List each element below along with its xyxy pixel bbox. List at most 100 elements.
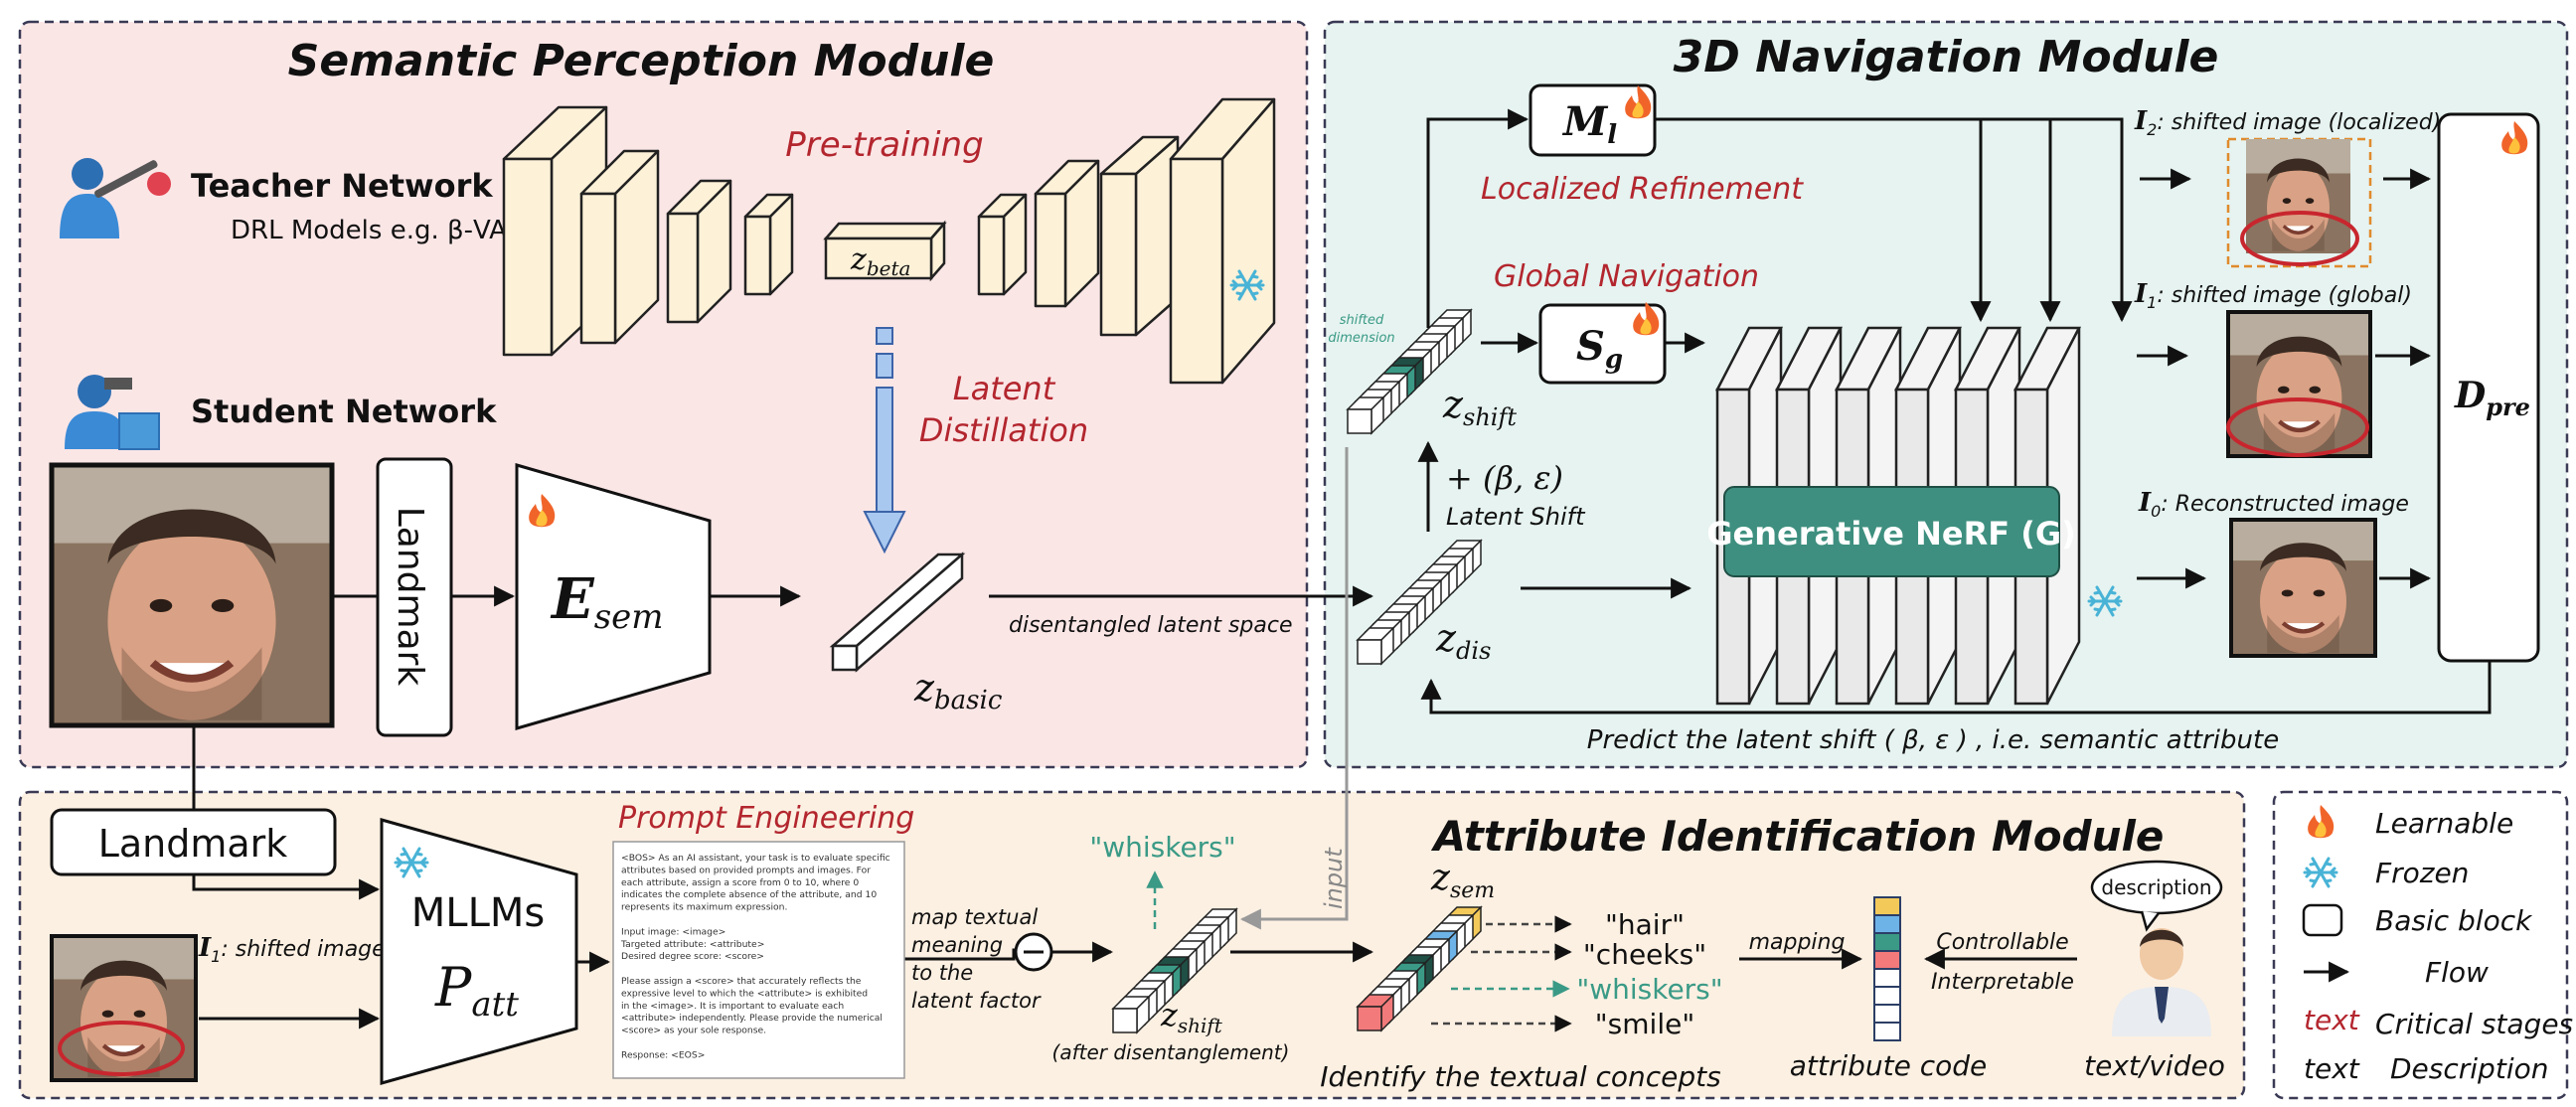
semantic-encoder <box>515 463 712 730</box>
teacher-network-sub: DRL Models e.g. β-VAE <box>231 216 523 245</box>
z-dis-cell <box>1356 626 1395 666</box>
prompt-line: Please assign a <score> that accurately … <box>621 976 862 987</box>
interpretable-label: Interpretable <box>1931 970 2074 995</box>
input-gray-line <box>1239 447 1349 930</box>
legend-description-value: Description <box>2390 1052 2548 1085</box>
prompt-engineering-label: Prompt Engineering <box>618 801 914 836</box>
disentangled-latent-label: disentangled latent space <box>1009 613 1293 638</box>
legend-learnable: Learnable <box>2375 807 2513 840</box>
z-shift-label: zshift <box>1442 383 1517 431</box>
reconstructed-output-face <box>2231 520 2375 656</box>
localized-refinement-label: Localized Refinement <box>1481 172 1804 207</box>
encoder-block-2 <box>579 149 660 345</box>
navigation-module-title: 3D Navigation Module <box>1674 32 2219 82</box>
text-video-label: text/video <box>2084 1049 2225 1082</box>
semantic-encoder-label: Esem <box>550 566 664 637</box>
i2-label: I2: shifted image (localized) <box>2134 106 2441 139</box>
shifted-image-label: I1: shifted image <box>198 933 386 966</box>
prompt-line: Targeted attribute: <attribute> <box>620 939 764 950</box>
map-textual-line: latent factor <box>911 989 1042 1013</box>
decoder-block-2 <box>1034 159 1100 308</box>
prompt-line: Input image: <image> <box>621 926 725 937</box>
latent-distillation-label-1: Latent <box>953 370 1056 407</box>
z-basic-label: zbasic <box>913 666 1003 715</box>
whiskers-concept-top: "whiskers" <box>1089 831 1235 864</box>
legend-basic-block: Basic block <box>2375 904 2533 937</box>
z-shift-after-cell <box>1111 995 1151 1034</box>
attribute-code-cell <box>1873 932 1901 952</box>
bubble-tail <box>2140 910 2160 932</box>
map-textual-line: to the <box>911 961 973 985</box>
concept-smile: "smile" <box>1595 1008 1694 1040</box>
attribute-landmark-label: Landmark <box>98 822 288 866</box>
mllm-block <box>380 818 578 1085</box>
attribute-module-title: Attribute Identification Module <box>1431 812 2165 861</box>
semantic-module-title: Semantic Perception Module <box>288 36 995 86</box>
prompt-line: <BOS> As an AI assistant, your task is t… <box>621 853 890 864</box>
latent-shift-formula: + (β, ε) <box>1446 459 1563 497</box>
prompt-line: expressive level to which the <attribute… <box>621 988 868 999</box>
teacher-person-icon <box>60 158 171 238</box>
sg-label: Sg <box>1576 323 1623 375</box>
legend-critical-value: Critical stages <box>2375 1008 2573 1040</box>
attribute-code-label: attribute code <box>1790 1049 1988 1082</box>
legend-description-key: text <box>2304 1052 2360 1085</box>
teacher-encoder-blocks <box>502 105 794 357</box>
map-textual-line: meaning <box>911 933 1003 957</box>
patt-label: Patt <box>434 956 519 1025</box>
map-textual-label: map textual meaning to the latent factor <box>911 905 1042 1013</box>
mllm-label: MLLMs <box>411 890 545 936</box>
attribute-code-cell <box>1873 968 1901 988</box>
student-person-icon <box>65 375 160 450</box>
navigation-flow-lines <box>1420 108 2492 714</box>
shifted-dimension-label-2: dimension <box>1328 331 1394 346</box>
prompt-line: represents its maximum expression. <box>621 902 787 913</box>
legend-basic-block-swatch <box>2302 903 2343 937</box>
i1-global-label: I1: shifted image (global) <box>2134 279 2412 312</box>
attribute-code-cell <box>1873 950 1901 970</box>
attribute-code-cell <box>1873 914 1901 934</box>
mapping-label: mapping <box>1749 930 1846 955</box>
legend-frozen: Frozen <box>2375 857 2469 889</box>
attribute-code-cell <box>1873 896 1901 916</box>
map-textual-line: map textual <box>911 905 1038 929</box>
decoder-block-1 <box>977 193 1028 296</box>
semantic-module-panel <box>18 20 1309 769</box>
controllable-label: Controllable <box>1936 930 2068 955</box>
z-dis-label: zdis <box>1435 616 1491 665</box>
prompt-line: attributes based on provided prompts and… <box>621 865 871 875</box>
pretraining-label: Pre-training <box>785 125 983 165</box>
z-sem-vector <box>1356 905 1483 1032</box>
input-label: input <box>1320 847 1348 909</box>
latent-distillation-label-2: Distillation <box>919 411 1088 449</box>
ml-label: Ml <box>1561 98 1617 150</box>
after-disentanglement-label: (after disentanglement) <box>1052 1040 1290 1064</box>
identify-concepts-label: Identify the textual concepts <box>1320 1060 1721 1093</box>
prompt-line: <score> as your sole response. <box>621 1026 766 1036</box>
encoder-block-1 <box>502 105 608 357</box>
legend-critical-key: text <box>2304 1004 2360 1036</box>
concept-arrows <box>1431 915 1572 1032</box>
prompt-line: indicates the complete absence of the at… <box>621 889 877 900</box>
legend-flow: Flow <box>2425 956 2489 989</box>
attribute-flow-lines <box>192 725 2077 1029</box>
student-network-label: Student Network <box>191 393 497 430</box>
concept-whiskers: "whiskers" <box>1576 973 1722 1006</box>
user-person-icon <box>2112 928 2211 1036</box>
attribute-landmark-box <box>50 808 337 876</box>
prompt-line: Desired degree score: <score> <box>621 951 764 962</box>
decoder-block-3 <box>1099 135 1180 337</box>
prompt-line: in the <image>. It is important to evalu… <box>621 1001 844 1012</box>
nerf-label: Generative NeRF (G) <box>1706 515 2075 553</box>
shifted-image-face <box>52 936 196 1080</box>
latent-distillation-arrow <box>863 327 906 554</box>
attribute-code-cell <box>1873 1022 1901 1041</box>
z-beta-block <box>823 220 947 282</box>
i0-label: I0: Reconstructed image <box>2138 488 2409 521</box>
z-basic-block <box>829 552 966 673</box>
description-label: description <box>2101 875 2211 899</box>
z-sem-label: zsem <box>1430 858 1495 903</box>
z-sem-cell <box>1356 993 1395 1032</box>
global-output-face <box>2228 312 2370 456</box>
